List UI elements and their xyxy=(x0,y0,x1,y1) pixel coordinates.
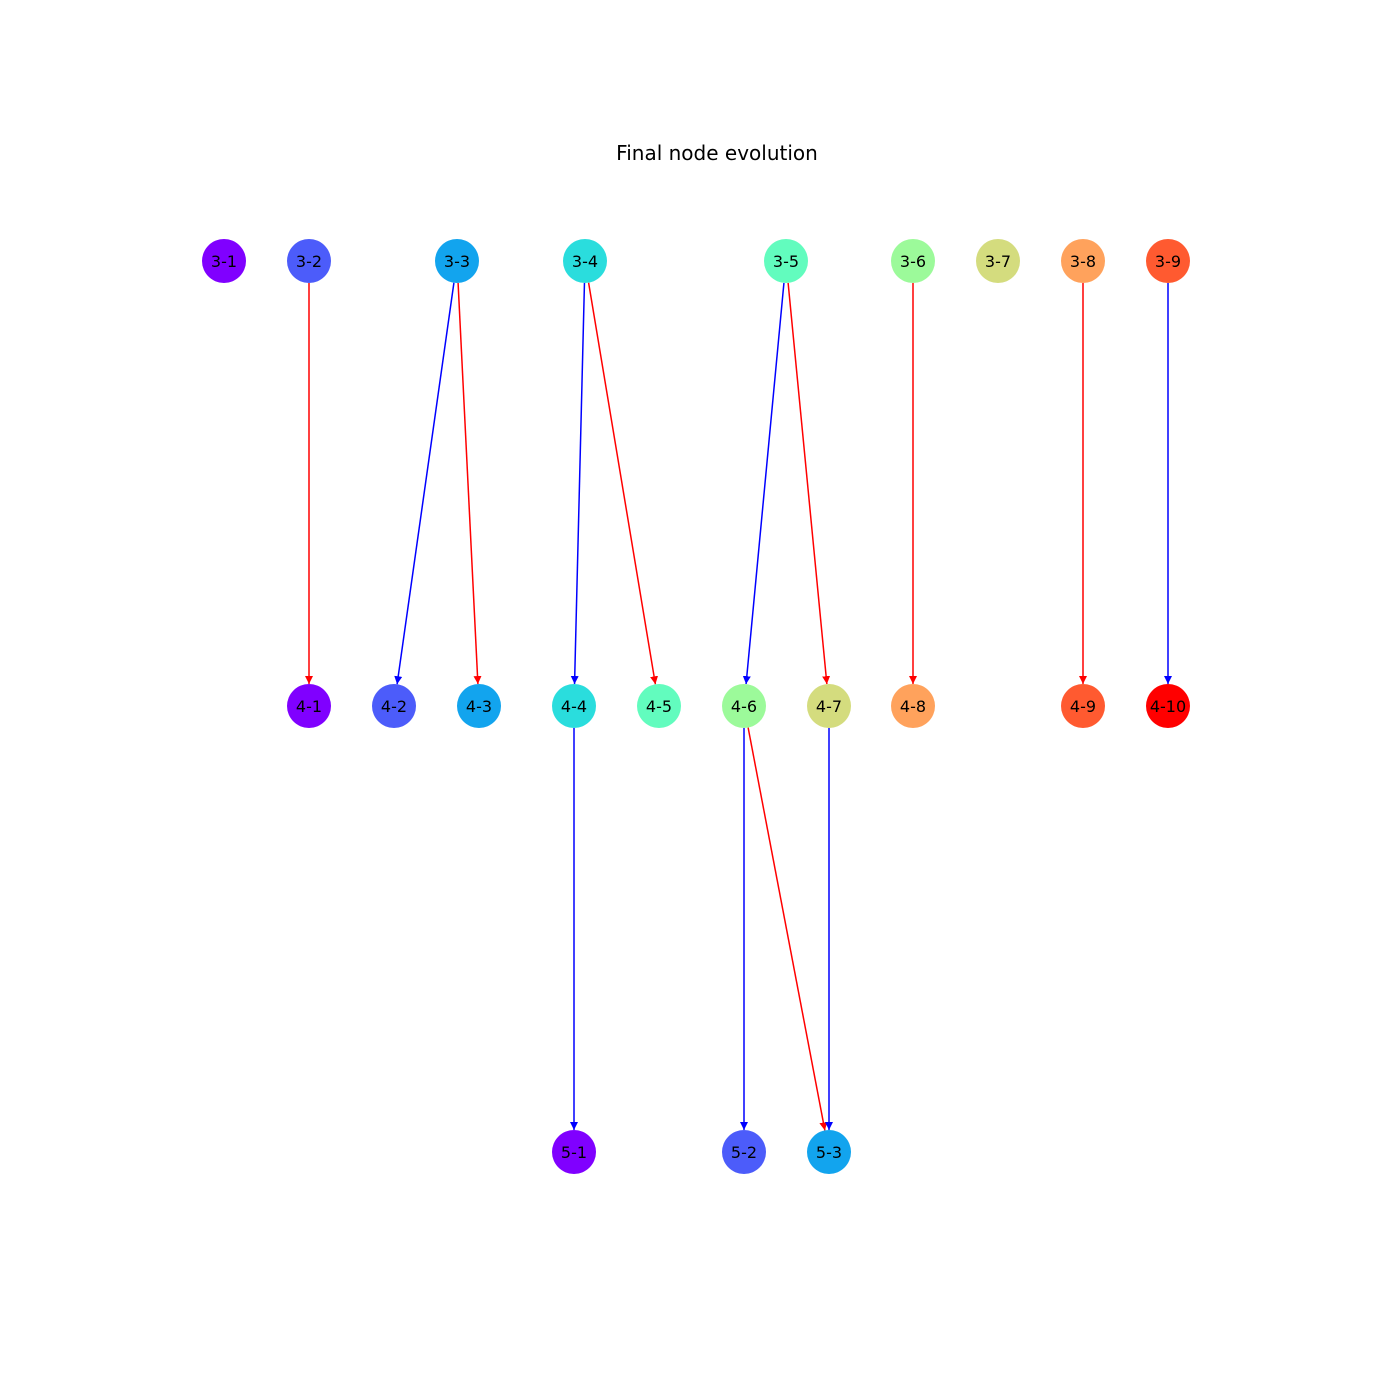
node-circle xyxy=(202,239,246,283)
node-label: 4-2 xyxy=(381,697,407,716)
node-3-9: 3-9 xyxy=(1146,239,1190,283)
node-4-8: 4-8 xyxy=(891,684,935,728)
node-3-2: 3-2 xyxy=(287,239,331,283)
node-circle xyxy=(1146,239,1190,283)
node-circle xyxy=(1061,239,1105,283)
node-3-6: 3-6 xyxy=(891,239,935,283)
node-circle xyxy=(552,1130,596,1174)
node-3-4: 3-4 xyxy=(563,239,607,283)
node-3-8: 3-8 xyxy=(1061,239,1105,283)
node-circle xyxy=(976,239,1020,283)
node-label: 4-4 xyxy=(561,697,587,716)
node-label: 4-1 xyxy=(296,697,322,716)
edge-3-4-to-4-5 xyxy=(587,282,659,685)
node-4-1: 4-1 xyxy=(287,684,331,728)
node-3-5: 3-5 xyxy=(764,239,808,283)
node-circle xyxy=(891,239,935,283)
edge-4-6-to-5-3 xyxy=(747,727,828,1131)
node-circle xyxy=(1146,684,1190,728)
node-label: 3-2 xyxy=(296,252,322,271)
node-circle xyxy=(807,684,851,728)
node-label: 4-7 xyxy=(816,697,842,716)
edge-3-3-to-4-3 xyxy=(457,282,482,685)
node-4-7: 4-7 xyxy=(807,684,851,728)
node-circle xyxy=(287,684,331,728)
node-label: 5-2 xyxy=(731,1143,757,1162)
node-4-9: 4-9 xyxy=(1061,684,1105,728)
node-circle xyxy=(457,684,501,728)
node-label: 5-3 xyxy=(816,1143,842,1162)
node-label: 3-1 xyxy=(211,252,237,271)
node-4-5: 4-5 xyxy=(637,684,681,728)
node-circle xyxy=(807,1130,851,1174)
edge-3-4-to-4-4 xyxy=(570,282,586,685)
nodes-layer: 3-1 3-2 3-3 3-4 3-5 3-6 3-7 3-8 3-9 4-1 4-2 4-3 4-4 4… xyxy=(202,239,1190,1174)
node-3-1: 3-1 xyxy=(202,239,246,283)
node-circle xyxy=(287,239,331,283)
node-label: 5-1 xyxy=(561,1143,587,1162)
node-circle xyxy=(563,239,607,283)
node-4-2: 4-2 xyxy=(372,684,416,728)
node-circle xyxy=(891,684,935,728)
node-label: 4-3 xyxy=(466,697,492,716)
node-circle xyxy=(637,684,681,728)
node-circle xyxy=(764,239,808,283)
node-label: 3-9 xyxy=(1155,252,1181,271)
diagram-title: Final node evolution xyxy=(616,141,818,165)
node-label: 3-3 xyxy=(444,252,470,271)
node-4-10: 4-10 xyxy=(1146,684,1190,728)
edges-layer xyxy=(305,282,1172,1131)
node-5-1: 5-1 xyxy=(552,1130,596,1174)
node-label: 3-8 xyxy=(1070,252,1096,271)
node-4-3: 4-3 xyxy=(457,684,501,728)
node-circle xyxy=(372,684,416,728)
node-5-3: 5-3 xyxy=(807,1130,851,1174)
edge-3-3-to-4-2 xyxy=(394,282,455,685)
node-4-4: 4-4 xyxy=(552,684,596,728)
node-5-2: 5-2 xyxy=(722,1130,766,1174)
node-label: 3-6 xyxy=(900,252,926,271)
node-4-6: 4-6 xyxy=(722,684,766,728)
node-label: 4-8 xyxy=(900,697,926,716)
node-label: 4-9 xyxy=(1070,697,1096,716)
node-label: 4-5 xyxy=(646,697,672,716)
node-3-7: 3-7 xyxy=(976,239,1020,283)
node-label: 4-10 xyxy=(1150,697,1186,716)
edge-3-5-to-4-7 xyxy=(787,282,831,685)
node-circle xyxy=(552,684,596,728)
node-circle xyxy=(722,1130,766,1174)
node-circle xyxy=(1061,684,1105,728)
node-3-3: 3-3 xyxy=(435,239,479,283)
node-label: 3-4 xyxy=(572,252,598,271)
node-circle xyxy=(435,239,479,283)
edge-3-5-to-4-6 xyxy=(742,282,785,685)
node-circle xyxy=(722,684,766,728)
node-label: 4-6 xyxy=(731,697,757,716)
node-label: 3-7 xyxy=(985,252,1011,271)
node-label: 3-5 xyxy=(773,252,799,271)
